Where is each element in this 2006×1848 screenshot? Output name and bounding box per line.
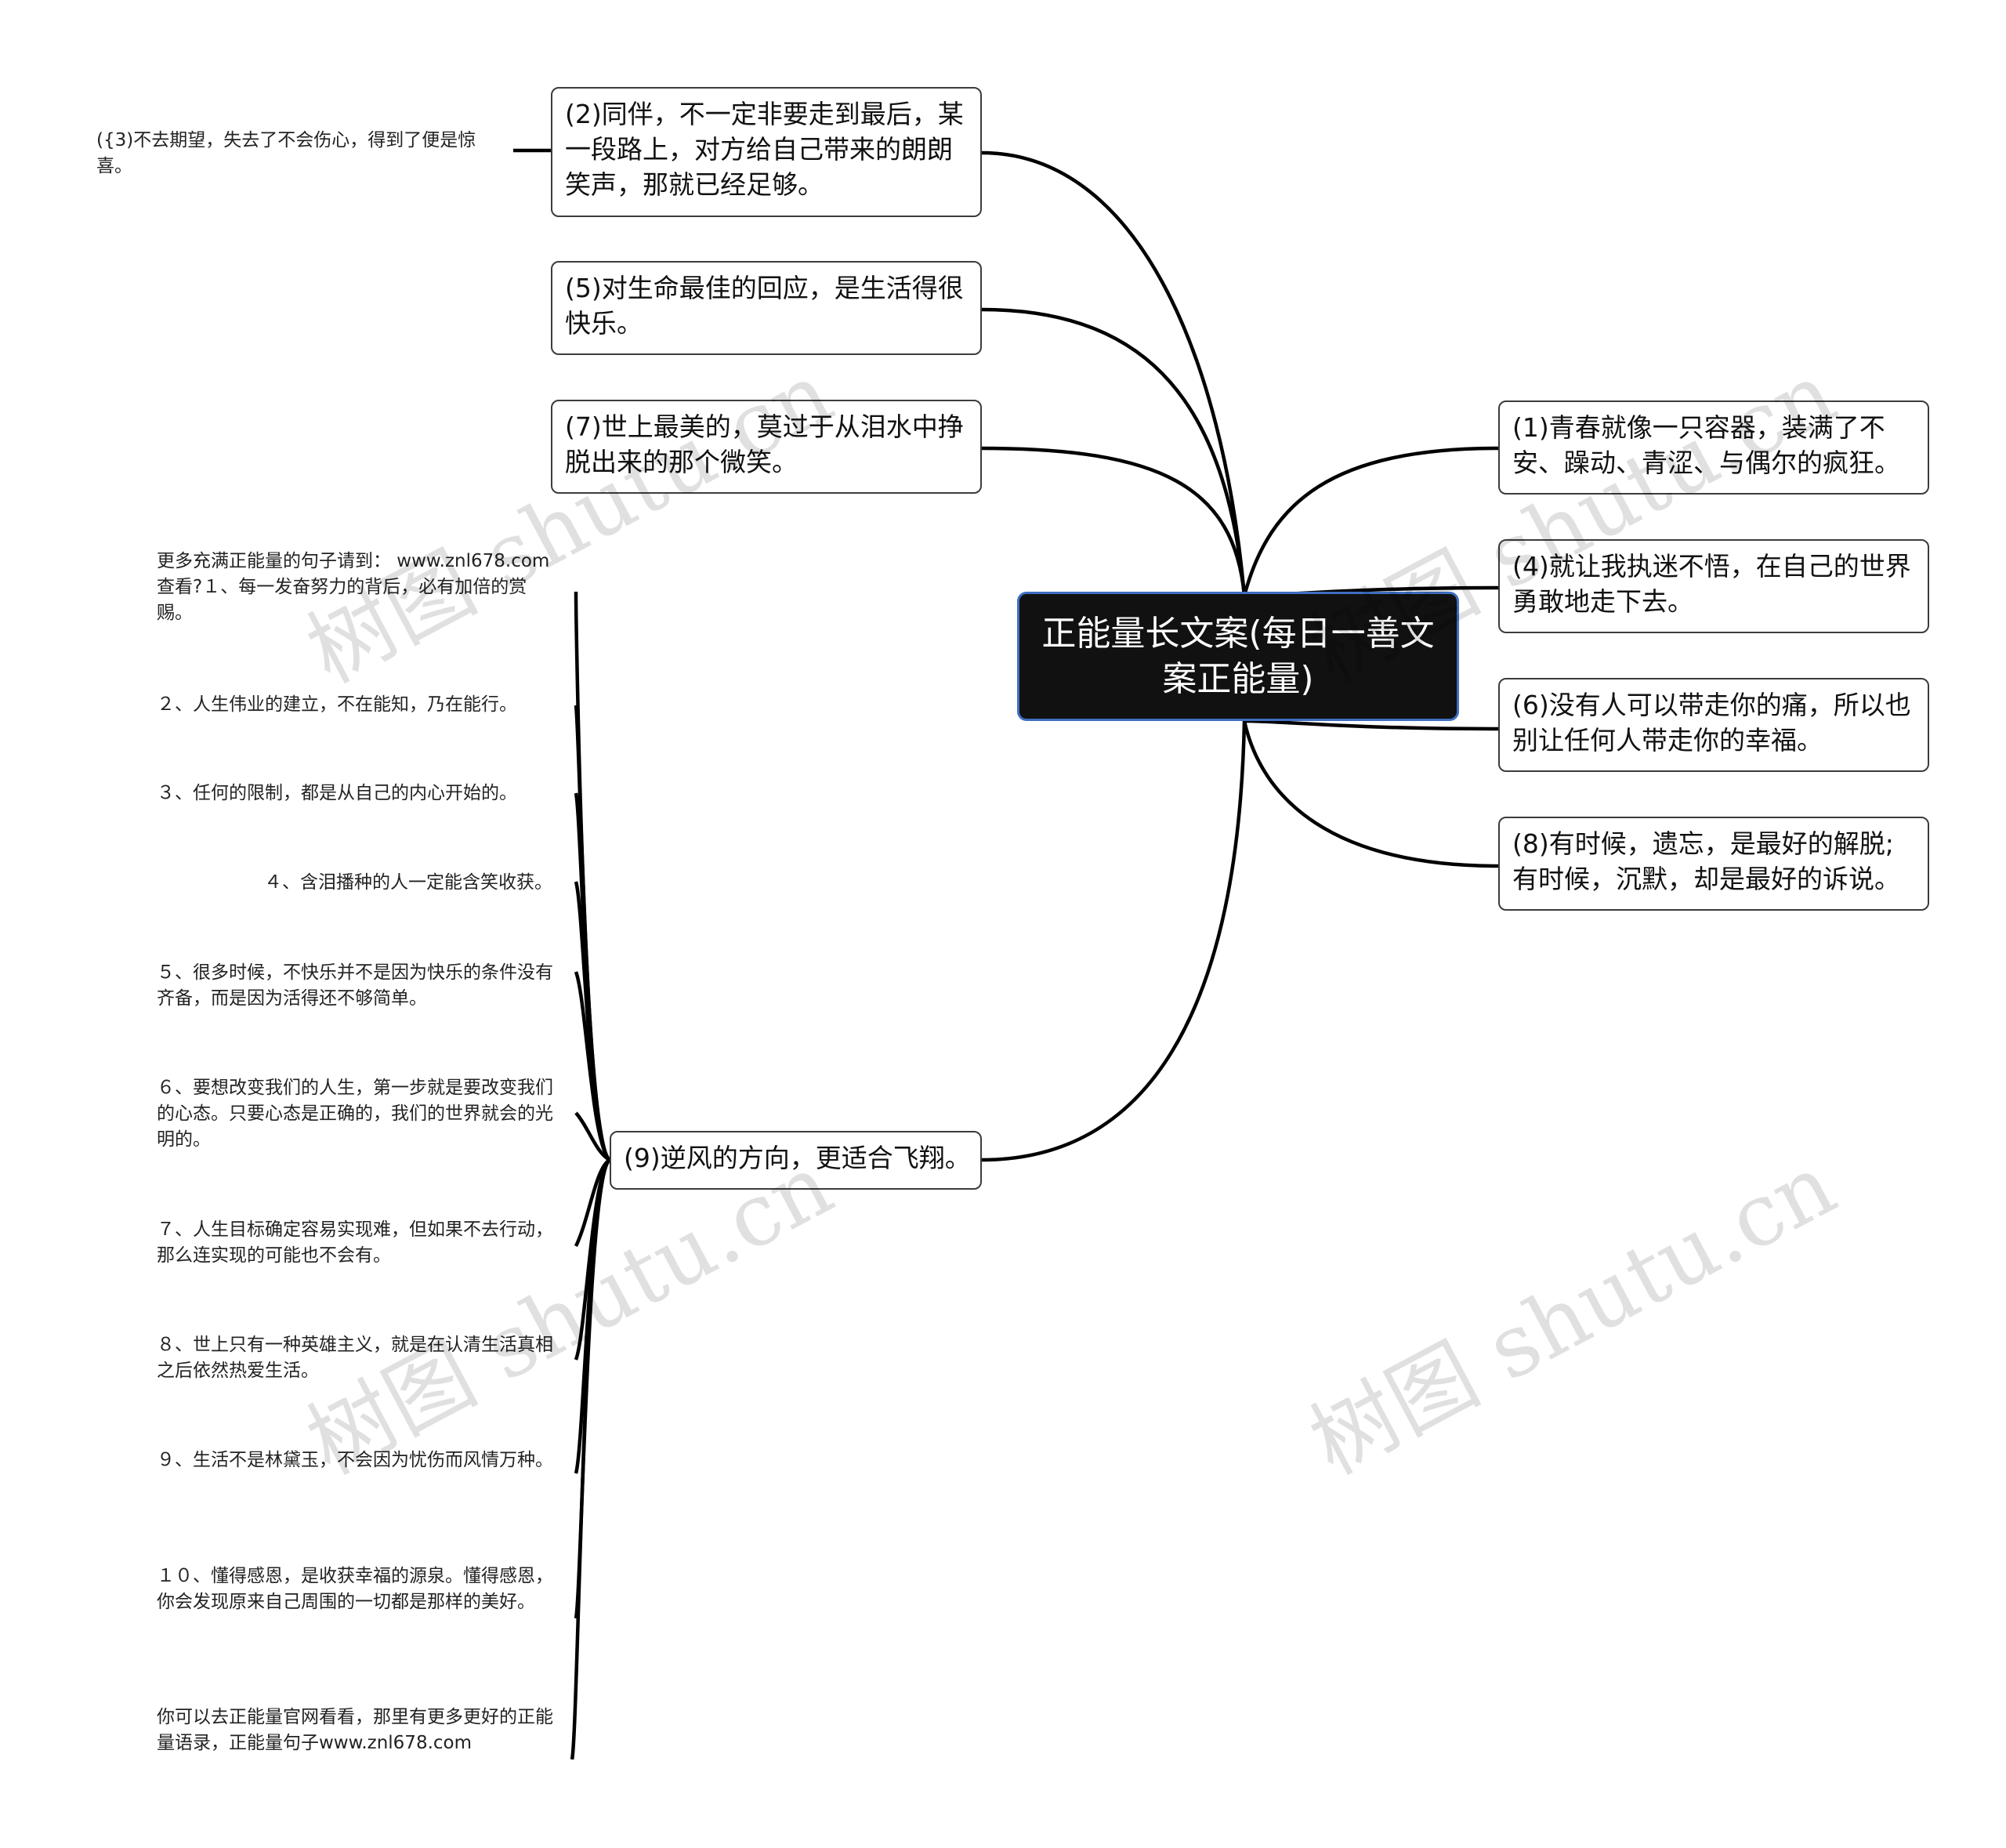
branch-text-8: (8)有时候，遗忘，是最好的解脱;有时候，沉默，却是最好的诉说。 — [1512, 828, 1900, 894]
leaf-text-3: ({3)不去期望，失去了不会伤心，得到了便是惊喜。 — [96, 130, 476, 176]
link-root-n7 — [981, 446, 1247, 596]
link-root-n9 — [981, 720, 1247, 1162]
branch-node-7[interactable]: (7)世上最美的，莫过于从泪水中挣脱出来的那个微笑。 — [551, 400, 982, 494]
leaf-text: ４、含泪播种的人一定能含笑收获。 — [264, 872, 552, 893]
leaf-node[interactable]: ２、人生伟业的建立，不在能知，乃在能行。 — [157, 692, 556, 718]
link-n9-leaf9 — [574, 1158, 611, 1474]
branch-node-4[interactable]: (4)就让我执迷不悟，在自己的世界勇敢地走下去。 — [1498, 539, 1929, 633]
branch-text-4: (4)就让我执迷不悟，在自己的世界勇敢地走下去。 — [1512, 551, 1911, 617]
leaf-text: ３、任何的限制，都是从自己的内心开始的。 — [157, 783, 517, 803]
root-title: 正能量长文案(每日一善文案正能量) — [1041, 613, 1435, 699]
leaf-text: １０、懂得感恩，是收获幸福的源泉。懂得感恩，你会发现原来自己周围的一切都是那样的… — [157, 1566, 553, 1612]
branch-node-6[interactable]: (6)没有人可以带走你的痛，所以也别让任何人带走你的幸福。 — [1498, 678, 1929, 772]
leaf-node[interactable]: ８、世上只有一种英雄主义，就是在认清生活真相之后依然热爱生活。 — [157, 1332, 564, 1384]
leaf-node[interactable]: ７、人生目标确定容易实现难，但如果不去行动，那么连实现的可能也不会有。 — [157, 1217, 564, 1269]
leaf-node[interactable]: 更多充满正能量的句子请到： www.znl678.com查看?１、每一发奋努力的… — [157, 549, 556, 626]
branch-node-1[interactable]: (1)青春就像一只容器，装满了不安、躁动、青涩、与偶尔的疯狂。 — [1498, 400, 1929, 495]
link-n9-leaf5 — [574, 971, 611, 1161]
leaf-node[interactable]: ３、任何的限制，都是从自己的内心开始的。 — [157, 781, 556, 806]
leaf-text: ６、要想改变我们的人生，第一步就是要改变我们的心态。只要心态是正确的，我们的世界… — [157, 1078, 553, 1150]
link-n9-leaf11 — [570, 1158, 611, 1760]
leaf-text: ５、很多时候，不快乐并不是因为快乐的条件没有齐备，而是因为活得还不够简单。 — [157, 962, 553, 1009]
branch-text-2: (2)同伴，不一定非要走到最后，某一段路上，对方给自己带来的朗朗笑声，那就已经足… — [565, 99, 964, 200]
root-node[interactable]: 正能量长文案(每日一善文案正能量) — [1017, 592, 1459, 721]
leaf-node[interactable]: ４、含泪播种的人一定能含笑收获。 — [157, 870, 552, 896]
leaf-node-3[interactable]: ({3)不去期望，失去了不会伤心，得到了便是惊喜。 — [96, 128, 512, 179]
leaf-text: ２、人生伟业的建立，不在能知，乃在能行。 — [157, 694, 517, 715]
leaf-text: 你可以去正能量官网看看，那里有更多更好的正能量语录，正能量句子www.znl67… — [157, 1707, 553, 1753]
link-root-n1 — [1242, 446, 1499, 596]
leaf-node[interactable]: ６、要想改变我们的人生，第一步就是要改变我们的心态。只要心态是正确的，我们的世界… — [157, 1075, 564, 1153]
leaf-node[interactable]: １０、懂得感恩，是收获幸福的源泉。懂得感恩，你会发现原来自己周围的一切都是那样的… — [157, 1564, 564, 1615]
leaf-text: 更多充满正能量的句子请到： www.znl678.com查看?１、每一发奋努力的… — [157, 551, 550, 623]
branch-text-1: (1)青春就像一只容器，装满了不安、躁动、青涩、与偶尔的疯狂。 — [1512, 412, 1900, 478]
leaf-text: ７、人生目标确定容易实现难，但如果不去行动，那么连实现的可能也不会有。 — [157, 1219, 553, 1266]
link-root-n8 — [1242, 720, 1499, 868]
leaf-text: ８、世上只有一种英雄主义，就是在认清生活真相之后依然热爱生活。 — [157, 1335, 553, 1381]
branch-text-7: (7)世上最美的，莫过于从泪水中挣脱出来的那个微笑。 — [565, 411, 964, 477]
leaf-node[interactable]: ９、生活不是林黛玉，不会因为忧伤而风情万种。 — [157, 1448, 564, 1473]
branch-text-6: (6)没有人可以带走你的痛，所以也别让任何人带走你的幸福。 — [1512, 690, 1911, 756]
branch-node-5[interactable]: (5)对生命最佳的回应，是生活得很快乐。 — [551, 261, 982, 355]
branch-node-2[interactable]: (2)同伴，不一定非要走到最后，某一段路上，对方给自己带来的朗朗笑声，那就已经足… — [551, 87, 982, 217]
leaf-text: ９、生活不是林黛玉，不会因为忧伤而风情万种。 — [157, 1450, 553, 1470]
branch-node-9[interactable]: (9)逆风的方向，更适合飞翔。 — [610, 1131, 982, 1190]
link-n9-leaf6 — [574, 1111, 611, 1161]
branch-text-5: (5)对生命最佳的回应，是生活得很快乐。 — [565, 273, 964, 339]
leaf-node[interactable]: ５、很多时候，不快乐并不是因为快乐的条件没有齐备，而是因为活得还不够简单。 — [157, 960, 564, 1012]
link-root-n5 — [981, 307, 1247, 596]
link-root-n6 — [1244, 719, 1499, 731]
leaf-node[interactable]: 你可以去正能量官网看看，那里有更多更好的正能量语录，正能量句子www.znl67… — [157, 1705, 564, 1756]
branch-node-8[interactable]: (8)有时候，遗忘，是最好的解脱;有时候，沉默，却是最好的诉说。 — [1498, 817, 1929, 911]
link-root-n2 — [981, 150, 1247, 596]
branch-text-9: (9)逆风的方向，更适合飞翔。 — [624, 1143, 971, 1173]
